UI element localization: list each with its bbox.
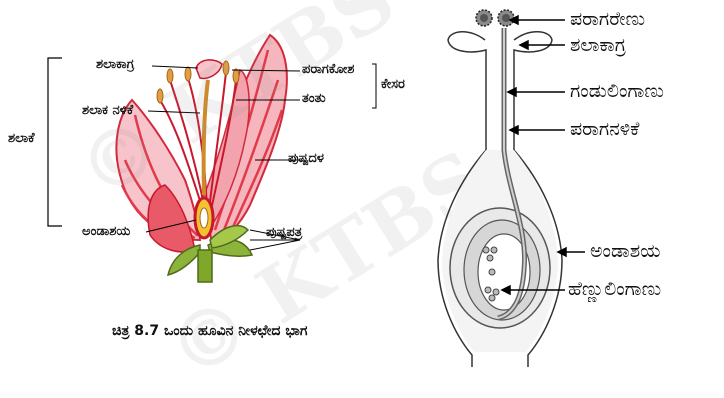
label-filament: ತಂತು — [302, 92, 326, 105]
label-pistil: ಶಲಾಕೆ — [8, 132, 35, 145]
label-pollen-grain: ಪರಾಗರೇಣು — [570, 10, 645, 29]
label-style: ಶಲಾಕ ನಳಿಕೆ — [82, 104, 133, 117]
label-stigma-right: ಶಲಾಕಾಗ್ರ — [570, 36, 626, 55]
label-petal: ಪುಷ್ಪದಳ — [288, 152, 324, 165]
stigma — [196, 60, 222, 78]
flower-section-figure: ಶಲಾಕಾಗ್ರ ಪರಾಗಕೋಶ ಶಲಾಕ ನಳಿಕೆ ತಂತು ಕೇಸರ ಶಲ… — [0, 0, 400, 367]
label-male-gamete: ಗಂಡುಲಿಂಗಾಣು — [570, 82, 664, 101]
stamen-brace — [372, 64, 376, 108]
stem — [198, 250, 212, 282]
label-ovary-left: ಅಂಡಾಶಯ — [82, 225, 130, 238]
pistil-bracket — [48, 58, 62, 226]
flower-section-drawing — [0, 0, 400, 367]
fertilization-drawing — [400, 0, 724, 367]
fertilization-figure: ಪರಾಗರೇಣು ಶಲಾಕಾಗ್ರ ಗಂಡುಲಿಂಗಾಣು ಪರಾಗನಳಿಕೆ … — [400, 0, 724, 367]
pollen-grains — [476, 10, 514, 26]
figure-caption: ಚಿತ್ರ 8.7 ಒಂದು ಹೂವಿನ ನೀಳಛೇದ ಭಾಗ — [112, 324, 307, 338]
label-anther: ಪರಾಗಕೋಶ — [302, 63, 354, 76]
label-ovary-right: ಅಂಡಾಶಯ — [590, 242, 661, 261]
label-stigma-left: ಶಲಾಕಾಗ್ರ — [96, 58, 134, 71]
label-female-gamete: ಹೆಣ್ಣುಲಿಂಗಾಣು — [568, 280, 661, 299]
label-pollen-tube: ಪರಾಗನಳಿಕೆ — [570, 120, 639, 139]
label-sepal: ಪುಷ್ಪಪತ್ರ — [266, 226, 302, 239]
